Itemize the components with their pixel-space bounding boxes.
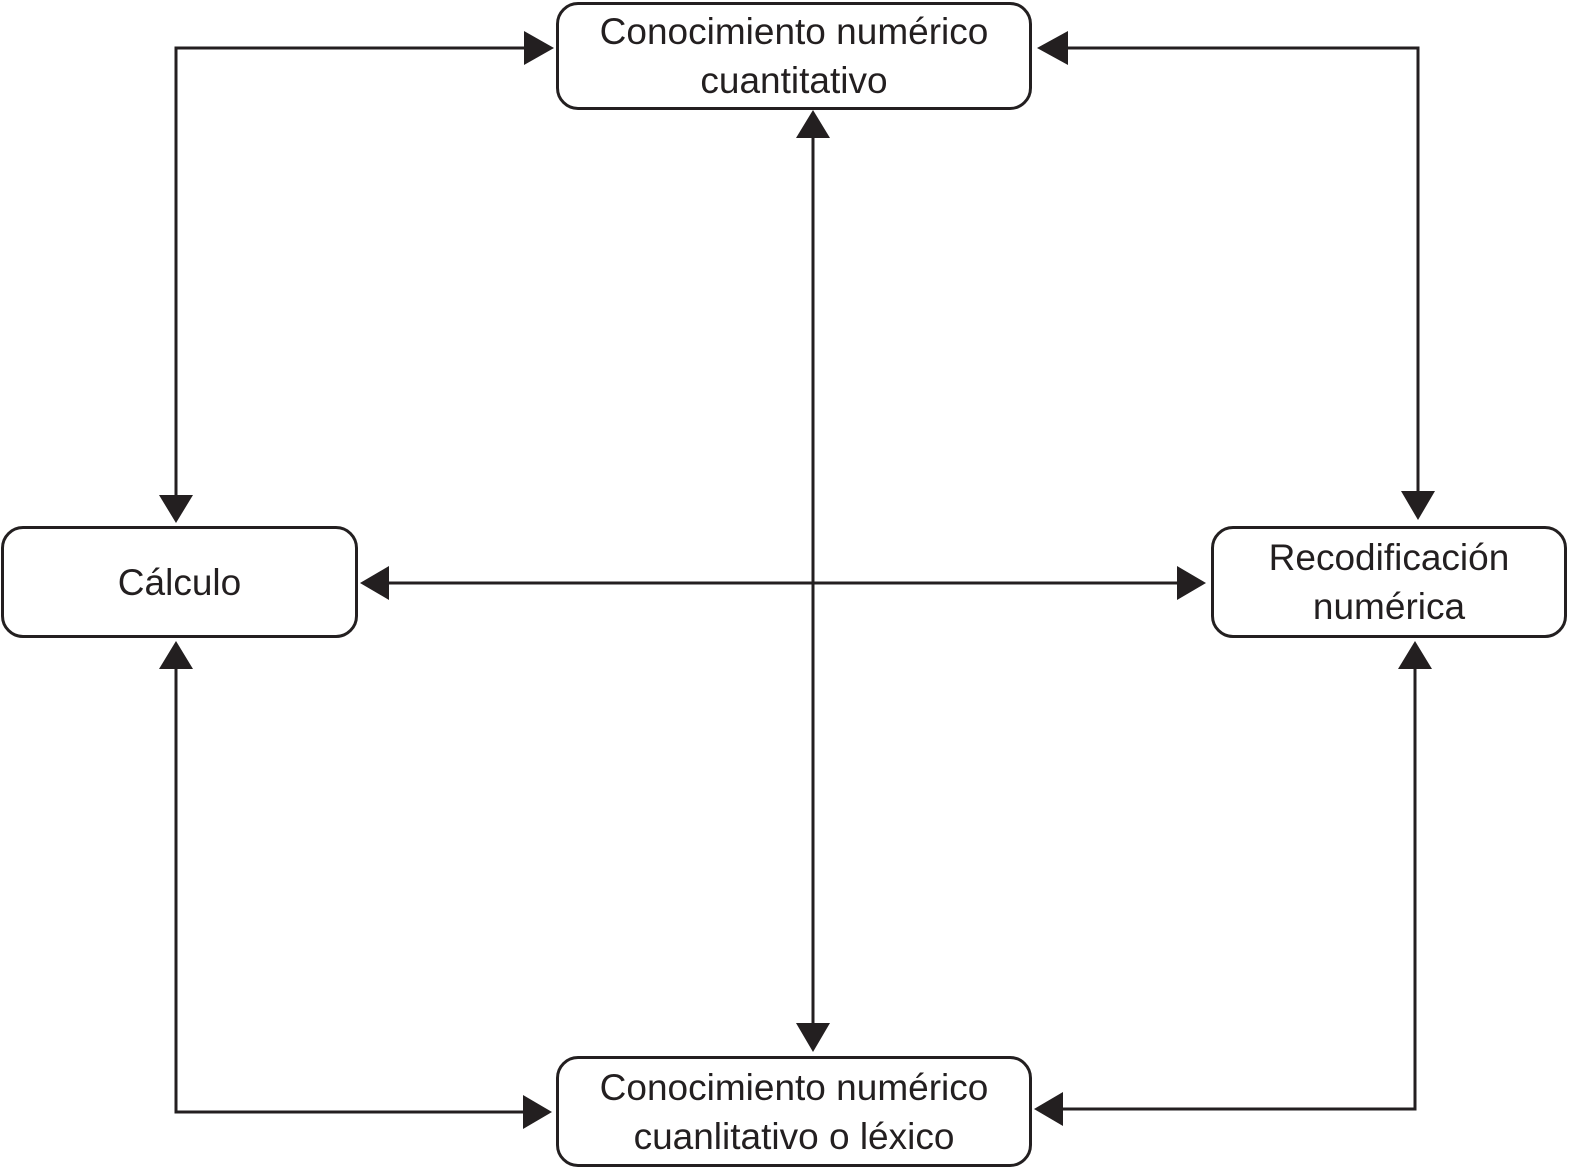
arrowhead-into-top-from-bottom xyxy=(796,110,830,138)
arrowhead-into-right-from-top xyxy=(1401,491,1435,520)
arrowhead-into-top-from-right xyxy=(1037,31,1068,65)
arrowhead-into-bottom-from-top xyxy=(796,1023,830,1052)
arrowhead-into-right-from-bottom xyxy=(1398,641,1432,669)
arrowhead-into-top-from-left xyxy=(524,31,554,65)
node-recodificacion-numerica: Recodificación numérica xyxy=(1211,526,1567,638)
node-label-line: Cálculo xyxy=(117,561,242,603)
node-conocimiento-cualitativo-lexico: Conocimiento numérico cuanlitativo o léx… xyxy=(556,1056,1032,1167)
arrowhead-into-calculo-from-bottom xyxy=(159,641,193,669)
node-label-line: Recodificación xyxy=(1268,537,1510,578)
node-conocimiento-cuantitativo: Conocimiento numérico cuantitativo xyxy=(556,2,1032,110)
connector-left-top xyxy=(174,46,527,497)
arrowhead-into-calculo-from-top xyxy=(159,495,193,523)
node-label-line: cuantitativo xyxy=(700,60,888,101)
node-label-line: numérica xyxy=(1312,586,1466,627)
arrowhead-into-bottom-from-left xyxy=(523,1095,552,1129)
arrowhead-into-bottom-from-right xyxy=(1034,1092,1063,1126)
node-label-line: cuanlitativo o léxico xyxy=(633,1115,955,1157)
connector-bottom-right xyxy=(1060,667,1417,1111)
node-label-line: Conocimiento numérico xyxy=(599,11,989,52)
connector-left-bottom xyxy=(174,667,526,1114)
node-calculo: Cálculo xyxy=(1,526,358,638)
arrowhead-into-right-from-calculo xyxy=(1177,566,1206,600)
arrowhead-into-calculo-from-right xyxy=(360,566,389,600)
node-label-line: Conocimiento numérico xyxy=(599,1066,989,1108)
connector-top-right xyxy=(1065,46,1420,493)
